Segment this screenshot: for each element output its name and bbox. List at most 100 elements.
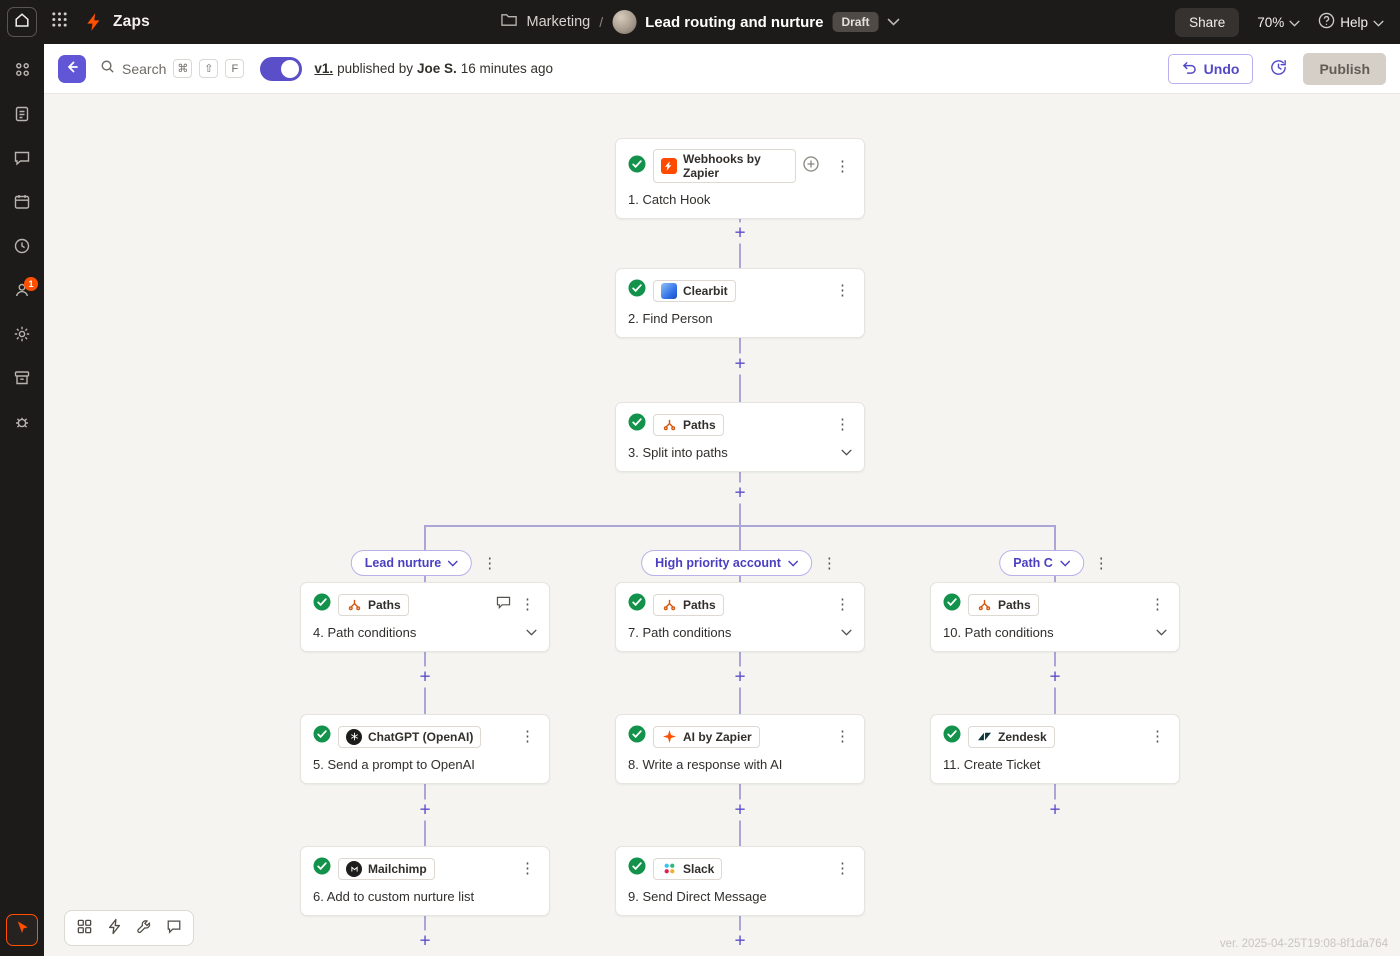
kebab-menu-icon[interactable]: ⋮ — [835, 416, 850, 433]
app-badge[interactable]: Webhooks by Zapier — [653, 149, 796, 183]
expand-chevron-icon[interactable] — [841, 449, 852, 456]
app-badge[interactable]: AI by Zapier — [653, 725, 760, 748]
app-badge[interactable]: Paths — [653, 413, 724, 436]
step-card-8[interactable]: AI by Zapier ⋮ 8. Write a response with … — [615, 714, 865, 784]
kebab-menu-icon[interactable]: ⋮ — [835, 282, 850, 299]
zap-title[interactable]: Lead routing and nurture — [645, 13, 824, 31]
success-check-icon — [628, 593, 646, 616]
title-chevron-down-icon[interactable] — [887, 13, 900, 31]
add-step-button[interactable]: + — [415, 930, 435, 952]
kebab-menu-icon[interactable]: ⋮ — [835, 596, 850, 613]
publish-button[interactable]: Publish — [1303, 52, 1386, 85]
kebab-menu-icon[interactable]: ⋮ — [482, 554, 498, 572]
app-badge[interactable]: ChatGPT (OpenAI) — [338, 725, 482, 748]
add-step-button[interactable]: + — [730, 222, 750, 244]
chat-bubble-icon — [13, 149, 31, 172]
search-control[interactable]: Search ⌘ ⇧ F — [100, 59, 245, 79]
add-step-button[interactable]: + — [730, 353, 750, 375]
add-step-button[interactable]: + — [415, 666, 435, 688]
left-sidebar: 1 — [0, 44, 44, 956]
kebab-menu-icon[interactable]: ⋮ — [1150, 596, 1165, 613]
add-step-button[interactable]: + — [730, 799, 750, 821]
breadcrumb-folder[interactable]: Marketing — [526, 14, 591, 30]
sidebar-item-debug[interactable] — [0, 402, 44, 446]
expand-chevron-icon[interactable] — [841, 629, 852, 636]
top-bar: Zaps Marketing / Lead routing and nurtur… — [0, 0, 1400, 44]
path-pill-lead-nurture[interactable]: Lead nurture — [350, 550, 473, 576]
lightning-icon — [107, 918, 122, 938]
zapier-logo-icon[interactable] — [84, 12, 104, 32]
app-grid-button[interactable] — [51, 11, 68, 33]
success-check-icon — [628, 155, 646, 178]
kebab-menu-icon[interactable]: ⋮ — [835, 157, 850, 175]
kebab-menu-icon[interactable]: ⋮ — [835, 728, 850, 745]
zoom-control[interactable]: 70% — [1257, 15, 1300, 30]
sidebar-item-schedule[interactable] — [0, 182, 44, 226]
share-button[interactable]: Share — [1175, 7, 1240, 37]
note-comment-icon[interactable] — [496, 596, 511, 614]
step-card-9[interactable]: Slack ⋮ 9. Send Direct Message — [615, 846, 865, 916]
step-card-6[interactable]: Mailchimp ⋮ 6. Add to custom nurture lis… — [300, 846, 550, 916]
app-badge[interactable]: Paths — [653, 593, 724, 616]
step-card-1[interactable]: Webhooks by Zapier ⋮ 1. Catch Hook — [615, 138, 865, 219]
step-card-4[interactable]: Paths ⋮ 4. Path conditions — [300, 582, 550, 652]
version-link[interactable]: v1. — [314, 61, 334, 76]
expand-chevron-icon[interactable] — [1156, 629, 1167, 636]
sidebar-item-settings[interactable] — [0, 314, 44, 358]
add-step-button[interactable]: + — [415, 799, 435, 821]
expand-chevron-icon[interactable] — [526, 629, 537, 636]
kebab-menu-icon[interactable]: ⋮ — [520, 728, 535, 745]
app-badge[interactable]: Zendesk — [968, 725, 1055, 748]
back-button[interactable] — [58, 54, 86, 83]
step-card-11[interactable]: Zendesk ⋮ 11. Create Ticket — [930, 714, 1180, 784]
avatar[interactable] — [612, 10, 637, 34]
kebab-menu-icon[interactable]: ⋮ — [1093, 554, 1109, 572]
insert-circle-plus-icon[interactable] — [803, 155, 819, 177]
step-card-2[interactable]: Clearbit ⋮ 2. Find Person — [615, 268, 865, 338]
comments-button[interactable] — [160, 914, 188, 942]
kebab-menu-icon[interactable]: ⋮ — [520, 596, 535, 613]
undo-button[interactable]: Undo — [1167, 53, 1254, 84]
help-menu[interactable]: Help — [1318, 12, 1384, 32]
sidebar-item-apps[interactable] — [0, 50, 44, 94]
app-badge[interactable]: Paths — [338, 593, 409, 616]
paths-app-icon — [976, 597, 992, 613]
add-step-button[interactable]: + — [1045, 799, 1065, 821]
app-badge[interactable]: Mailchimp — [338, 857, 435, 880]
folder-icon — [501, 12, 518, 32]
kebab-menu-icon[interactable]: ⋮ — [835, 860, 850, 877]
step-card-5[interactable]: ChatGPT (OpenAI) ⋮ 5. Send a prompt to O… — [300, 714, 550, 784]
kebab-menu-icon[interactable]: ⋮ — [1150, 728, 1165, 745]
sidebar-item-archive[interactable] — [0, 358, 44, 402]
home-button[interactable] — [7, 7, 37, 37]
zap-actions-button[interactable] — [100, 914, 128, 942]
tools-button[interactable] — [130, 914, 158, 942]
kebab-menu-icon[interactable]: ⋮ — [520, 860, 535, 877]
sidebar-item-runs[interactable] — [0, 226, 44, 270]
sidebar-item-history[interactable]: 1 — [0, 270, 44, 314]
paths-app-icon — [661, 417, 677, 433]
kebab-menu-icon[interactable]: ⋮ — [821, 554, 837, 572]
add-step-button[interactable]: + — [1045, 666, 1065, 688]
add-step-button[interactable]: + — [730, 666, 750, 688]
step-card-7[interactable]: Paths ⋮ 7. Path conditions — [615, 582, 865, 652]
app-badge[interactable]: Clearbit — [653, 279, 736, 302]
key-cmd: ⌘ — [173, 59, 193, 78]
success-check-icon — [943, 725, 961, 748]
step-card-10[interactable]: Paths ⋮ 10. Path conditions — [930, 582, 1180, 652]
app-badge[interactable]: Slack — [653, 857, 723, 880]
sidebar-item-messages[interactable] — [0, 138, 44, 182]
app-name: Zendesk — [998, 729, 1047, 744]
app-badge[interactable]: Paths — [968, 593, 1039, 616]
version-toggle[interactable] — [260, 56, 303, 81]
add-step-button[interactable]: + — [730, 482, 750, 504]
sidebar-item-drafts[interactable] — [0, 94, 44, 138]
step-card-3[interactable]: Paths ⋮ 3. Split into paths — [615, 402, 865, 472]
version-history-button[interactable] — [1263, 54, 1293, 84]
workflow-canvas[interactable]: + + + + + + + + + + + Lead nurture ⋮ Hig… — [44, 94, 1400, 956]
layout-grid-button[interactable] — [70, 914, 98, 942]
path-pill-high-priority[interactable]: High priority account — [641, 550, 812, 576]
add-step-button[interactable]: + — [730, 930, 750, 952]
canvas-select-tool[interactable] — [6, 914, 38, 946]
path-pill-path-c[interactable]: Path C — [999, 550, 1084, 576]
